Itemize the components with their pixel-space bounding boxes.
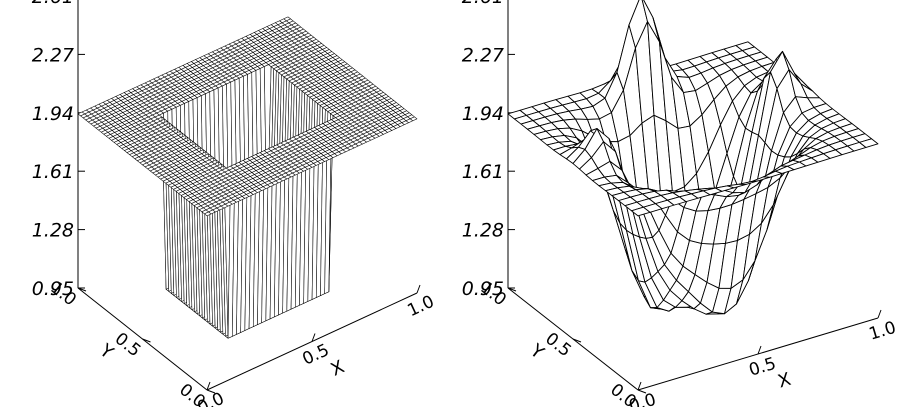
z-tick-label: 0.95 <box>462 278 504 300</box>
z-tick-label: 1.28 <box>32 220 74 242</box>
surface-mesh <box>507 0 879 315</box>
y-tick-mark <box>507 287 517 292</box>
surface-cell <box>859 138 879 148</box>
y-tick-mark <box>572 338 582 343</box>
z-tick-label: 0.95 <box>32 278 74 300</box>
z-tick-label: 1.28 <box>462 220 504 242</box>
surface-plot-right: 0.951.281.611.942.272.610.00.51.0X0.00.5… <box>462 0 899 407</box>
z-tick-label: 2.61 <box>462 0 504 8</box>
x-tick-mark <box>757 345 762 355</box>
z-tick-label: 2.27 <box>462 44 504 66</box>
z-tick-label: 1.94 <box>32 103 74 125</box>
x-tick-label: 0.5 <box>747 354 779 381</box>
surface-cell <box>409 116 418 122</box>
y-tick-mark <box>637 389 647 394</box>
x-tick-mark <box>206 381 211 391</box>
x-tick-mark <box>416 284 421 294</box>
x-tick-mark <box>311 333 316 342</box>
surface-plot-left: 0.951.281.611.942.272.610.00.51.0X0.00.5… <box>32 0 437 407</box>
y-tick-mark <box>77 287 87 292</box>
z-tick-label: 1.61 <box>462 161 504 183</box>
surface-mesh <box>77 16 418 339</box>
z-tick-label: 2.61 <box>32 0 74 8</box>
y-tick-mark <box>142 338 151 343</box>
x-tick-mark <box>637 381 642 391</box>
x-tick-label: 1.0 <box>867 318 899 345</box>
y-tick-label: 0.0 <box>606 380 640 407</box>
z-tick-label: 1.61 <box>32 161 74 183</box>
z-tick-label: 1.94 <box>462 103 504 125</box>
z-tick-label: 2.27 <box>32 44 74 66</box>
x-tick-mark <box>877 309 882 319</box>
y-tick-label: 0.0 <box>175 380 209 407</box>
y-tick-mark <box>206 389 216 394</box>
x-axis-label: X <box>328 356 348 380</box>
x-axis-label: X <box>775 369 793 393</box>
